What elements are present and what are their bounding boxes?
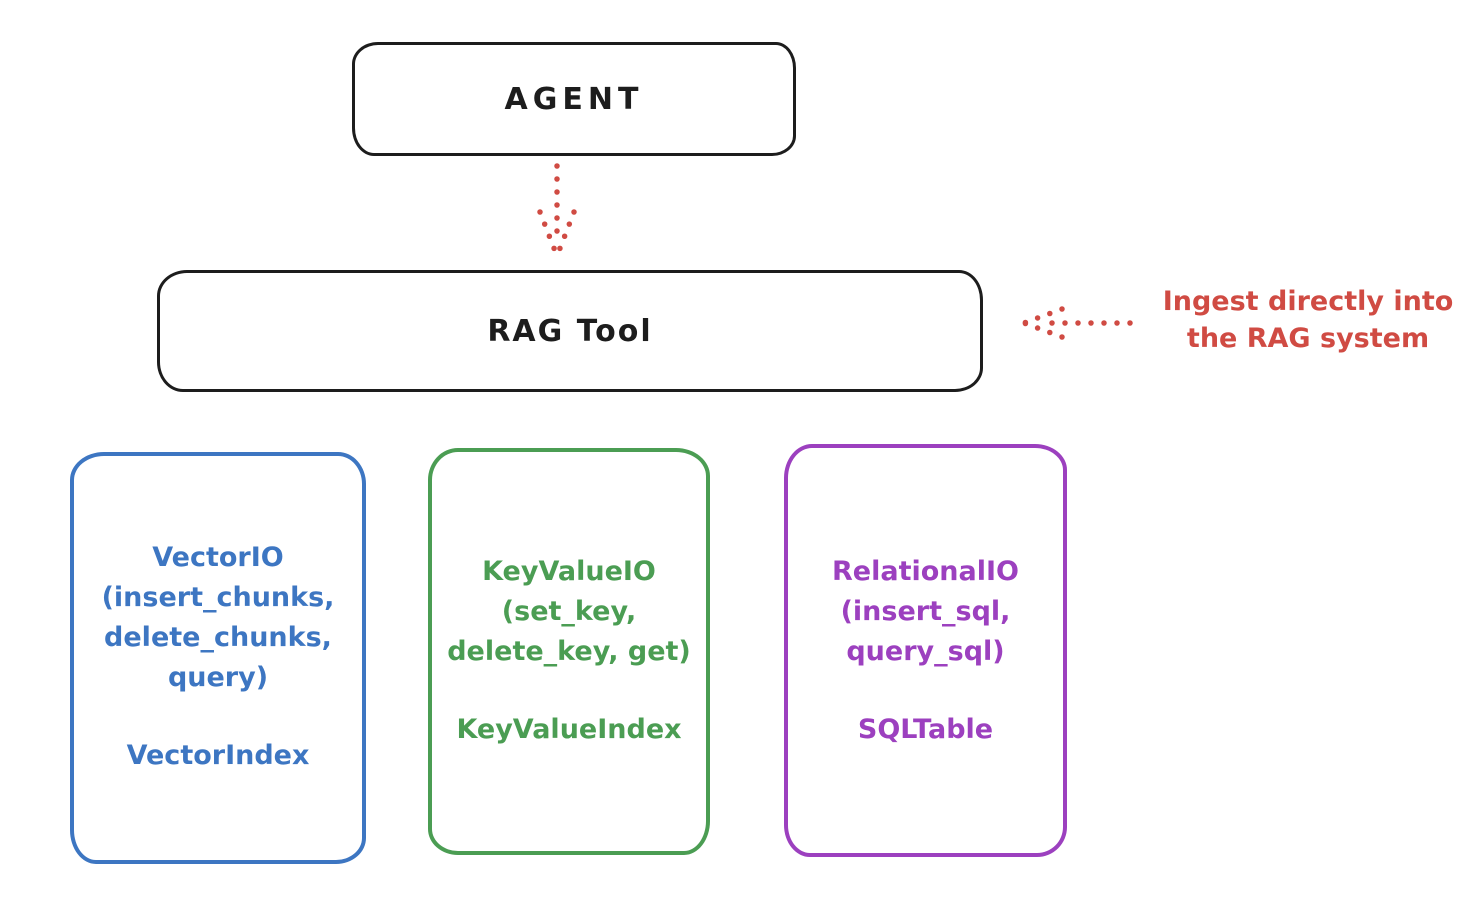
agent-label: AGENT <box>504 81 644 117</box>
annotation-text: Ingest directly into the RAG system <box>1140 283 1476 357</box>
annotation-to-ragtool-arrow <box>1021 306 1133 340</box>
relational-io-node: RelationalIO (insert_sql, query_sql) SQL… <box>784 444 1067 857</box>
relational-io-line: query_sql) <box>846 636 1005 667</box>
vector-io-node: VectorIO (insert_chunks, delete_chunks, … <box>70 452 366 864</box>
vector-io-line: query) <box>167 662 269 693</box>
sql-table-label: SQLTable <box>857 714 994 745</box>
rag-tool-label: RAG Tool <box>487 313 653 349</box>
keyvalue-io-line: KeyValueIO <box>482 556 656 587</box>
keyvalue-io-line: (set_key, <box>501 596 637 627</box>
keyvalue-io-line: delete_key, get) <box>447 636 691 667</box>
keyvalue-io-signature: KeyValueIO (set_key, delete_key, get) <box>432 552 706 672</box>
rag-tool-node: RAG Tool <box>157 270 983 392</box>
vector-io-line: (insert_chunks, <box>101 582 335 613</box>
keyvalue-index-label: KeyValueIndex <box>456 714 682 745</box>
keyvalue-io-node: KeyValueIO (set_key, delete_key, get) Ke… <box>428 448 710 855</box>
annotation-line-2: the RAG system <box>1186 323 1430 354</box>
annotation-line-1: Ingest directly into <box>1162 286 1454 317</box>
relational-io-signature: RelationalIO (insert_sql, query_sql) <box>788 552 1063 672</box>
vector-io-line: delete_chunks, <box>104 622 332 653</box>
relational-io-line: (insert_sql, <box>840 596 1011 627</box>
agent-node: AGENT <box>352 42 796 156</box>
vector-io-line: VectorIO <box>152 542 284 573</box>
vector-index-label: VectorIndex <box>126 740 310 771</box>
vector-io-signature: VectorIO (insert_chunks, delete_chunks, … <box>74 538 362 698</box>
relational-io-line: RelationalIO <box>832 556 1019 587</box>
agent-to-ragtool-arrow <box>537 163 577 259</box>
